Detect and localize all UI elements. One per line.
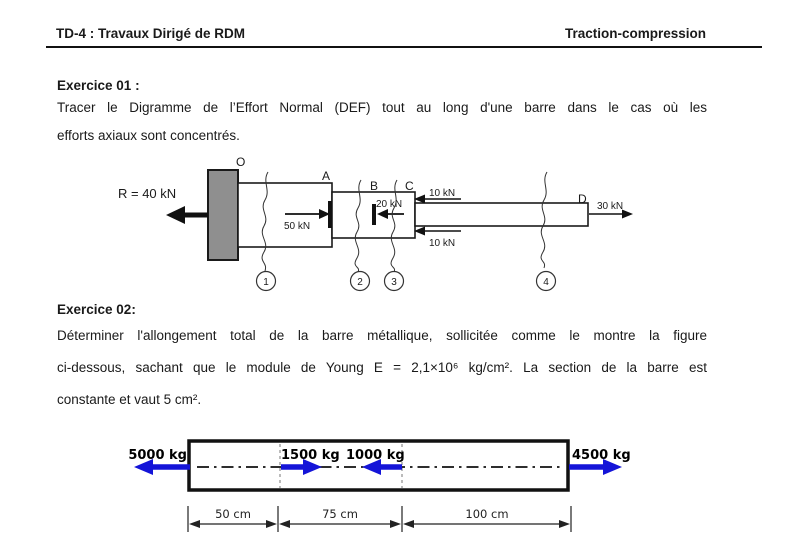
force-1000-label: 1000 kg [346, 448, 405, 463]
header-right-title: Traction-compression [564, 26, 706, 41]
force-1500-arrow-head-icon [303, 459, 322, 475]
exercise1-figure: R = 40 kN O A B C D 50 kN 20 kN 10 kN 10… [118, 155, 633, 292]
force-10-bottom-arrow-head-icon [414, 226, 425, 236]
force-10-top-arrow-head-icon [414, 194, 425, 204]
force-1000-arrow-head-icon [362, 459, 381, 475]
force-20-arrow-head-icon [377, 209, 388, 219]
dim-arrow-75-left-icon [279, 520, 290, 528]
section-cut-3 [390, 179, 398, 273]
force-20-label: 20 kN [376, 199, 402, 210]
force-30-label: 30 kN [597, 201, 623, 212]
force-30-arrow-head-icon [622, 209, 633, 219]
point-label-c: C [405, 179, 414, 193]
header-left-title: TD-4 : Travaux Dirigé de RDM [56, 26, 246, 41]
section-number-3: 3 [391, 277, 397, 288]
force-4500-label: 4500 kg [572, 448, 631, 463]
exercise2-line-3: constante et vaut 5 cm². [57, 392, 202, 407]
bar-segment-cd [414, 202, 589, 227]
point-label-a: A [322, 169, 330, 183]
section-circle-1 [255, 270, 277, 292]
point-label-o: O [236, 155, 245, 169]
header-rule [46, 46, 762, 48]
section-cut-1 [261, 171, 269, 272]
section-circle-3 [383, 270, 405, 292]
force-50-label: 50 kN [284, 221, 310, 232]
force-10-top-label: 10 kN [429, 188, 455, 199]
exercise2-line-1: Déterminer l'allongement total de la bar… [57, 328, 707, 343]
reaction-label: R = 40 kN [118, 186, 176, 201]
exercise2-line-2: ci-dessous, sachant que le module de You… [57, 360, 707, 375]
section-cut-2 [354, 179, 362, 273]
section-circle-2 [349, 270, 371, 292]
exercise2-heading: Exercice 02: [57, 302, 136, 317]
force-4500-arrow-head-icon [603, 459, 622, 475]
section-number-4: 4 [543, 277, 549, 288]
exercise1-line-1: Tracer le Digramme de l’Effort Normal (D… [57, 100, 707, 115]
reaction-arrow-head-icon [166, 206, 185, 224]
section-circle-4 [535, 270, 557, 292]
dim-arrow-50-right-icon [266, 520, 277, 528]
dim-arrow-50-left-icon [189, 520, 200, 528]
point-label-d: D [578, 192, 587, 206]
dim-label-50: 50 cm [215, 507, 251, 521]
exercise2-paragraph: Déterminer l'allongement total de la bar… [57, 320, 707, 416]
dim-label-100: 100 cm [465, 507, 508, 521]
support-wall [207, 169, 239, 261]
point-label-b: B [370, 179, 378, 193]
dim-arrow-100-left-icon [403, 520, 414, 528]
force-5000-label: 5000 kg [128, 448, 187, 463]
dim-arrow-100-right-icon [559, 520, 570, 528]
section-number-2: 2 [357, 277, 363, 288]
dim-arrow-75-right-icon [390, 520, 401, 528]
exercise1-paragraph: Tracer le Digramme de l’Effort Normal (D… [57, 94, 707, 150]
exercise2-figure: 5000 kg 1500 kg 1000 kg 4500 kg 50 cm 75… [128, 439, 631, 532]
exercise1-heading: Exercice 01 : [57, 78, 140, 93]
force-50-arrow-head-icon [319, 209, 330, 219]
force-5000-arrow-head-icon [134, 459, 153, 475]
dim-label-75: 75 cm [322, 507, 358, 521]
force-10-bottom-label: 10 kN [429, 238, 455, 249]
force-1500-label: 1500 kg [281, 448, 340, 463]
section-cut-4 [540, 171, 548, 269]
bar-segment-oa [237, 182, 333, 248]
section-number-1: 1 [263, 277, 269, 288]
exercise1-line-2: efforts axiaux sont concentrés. [57, 128, 240, 143]
